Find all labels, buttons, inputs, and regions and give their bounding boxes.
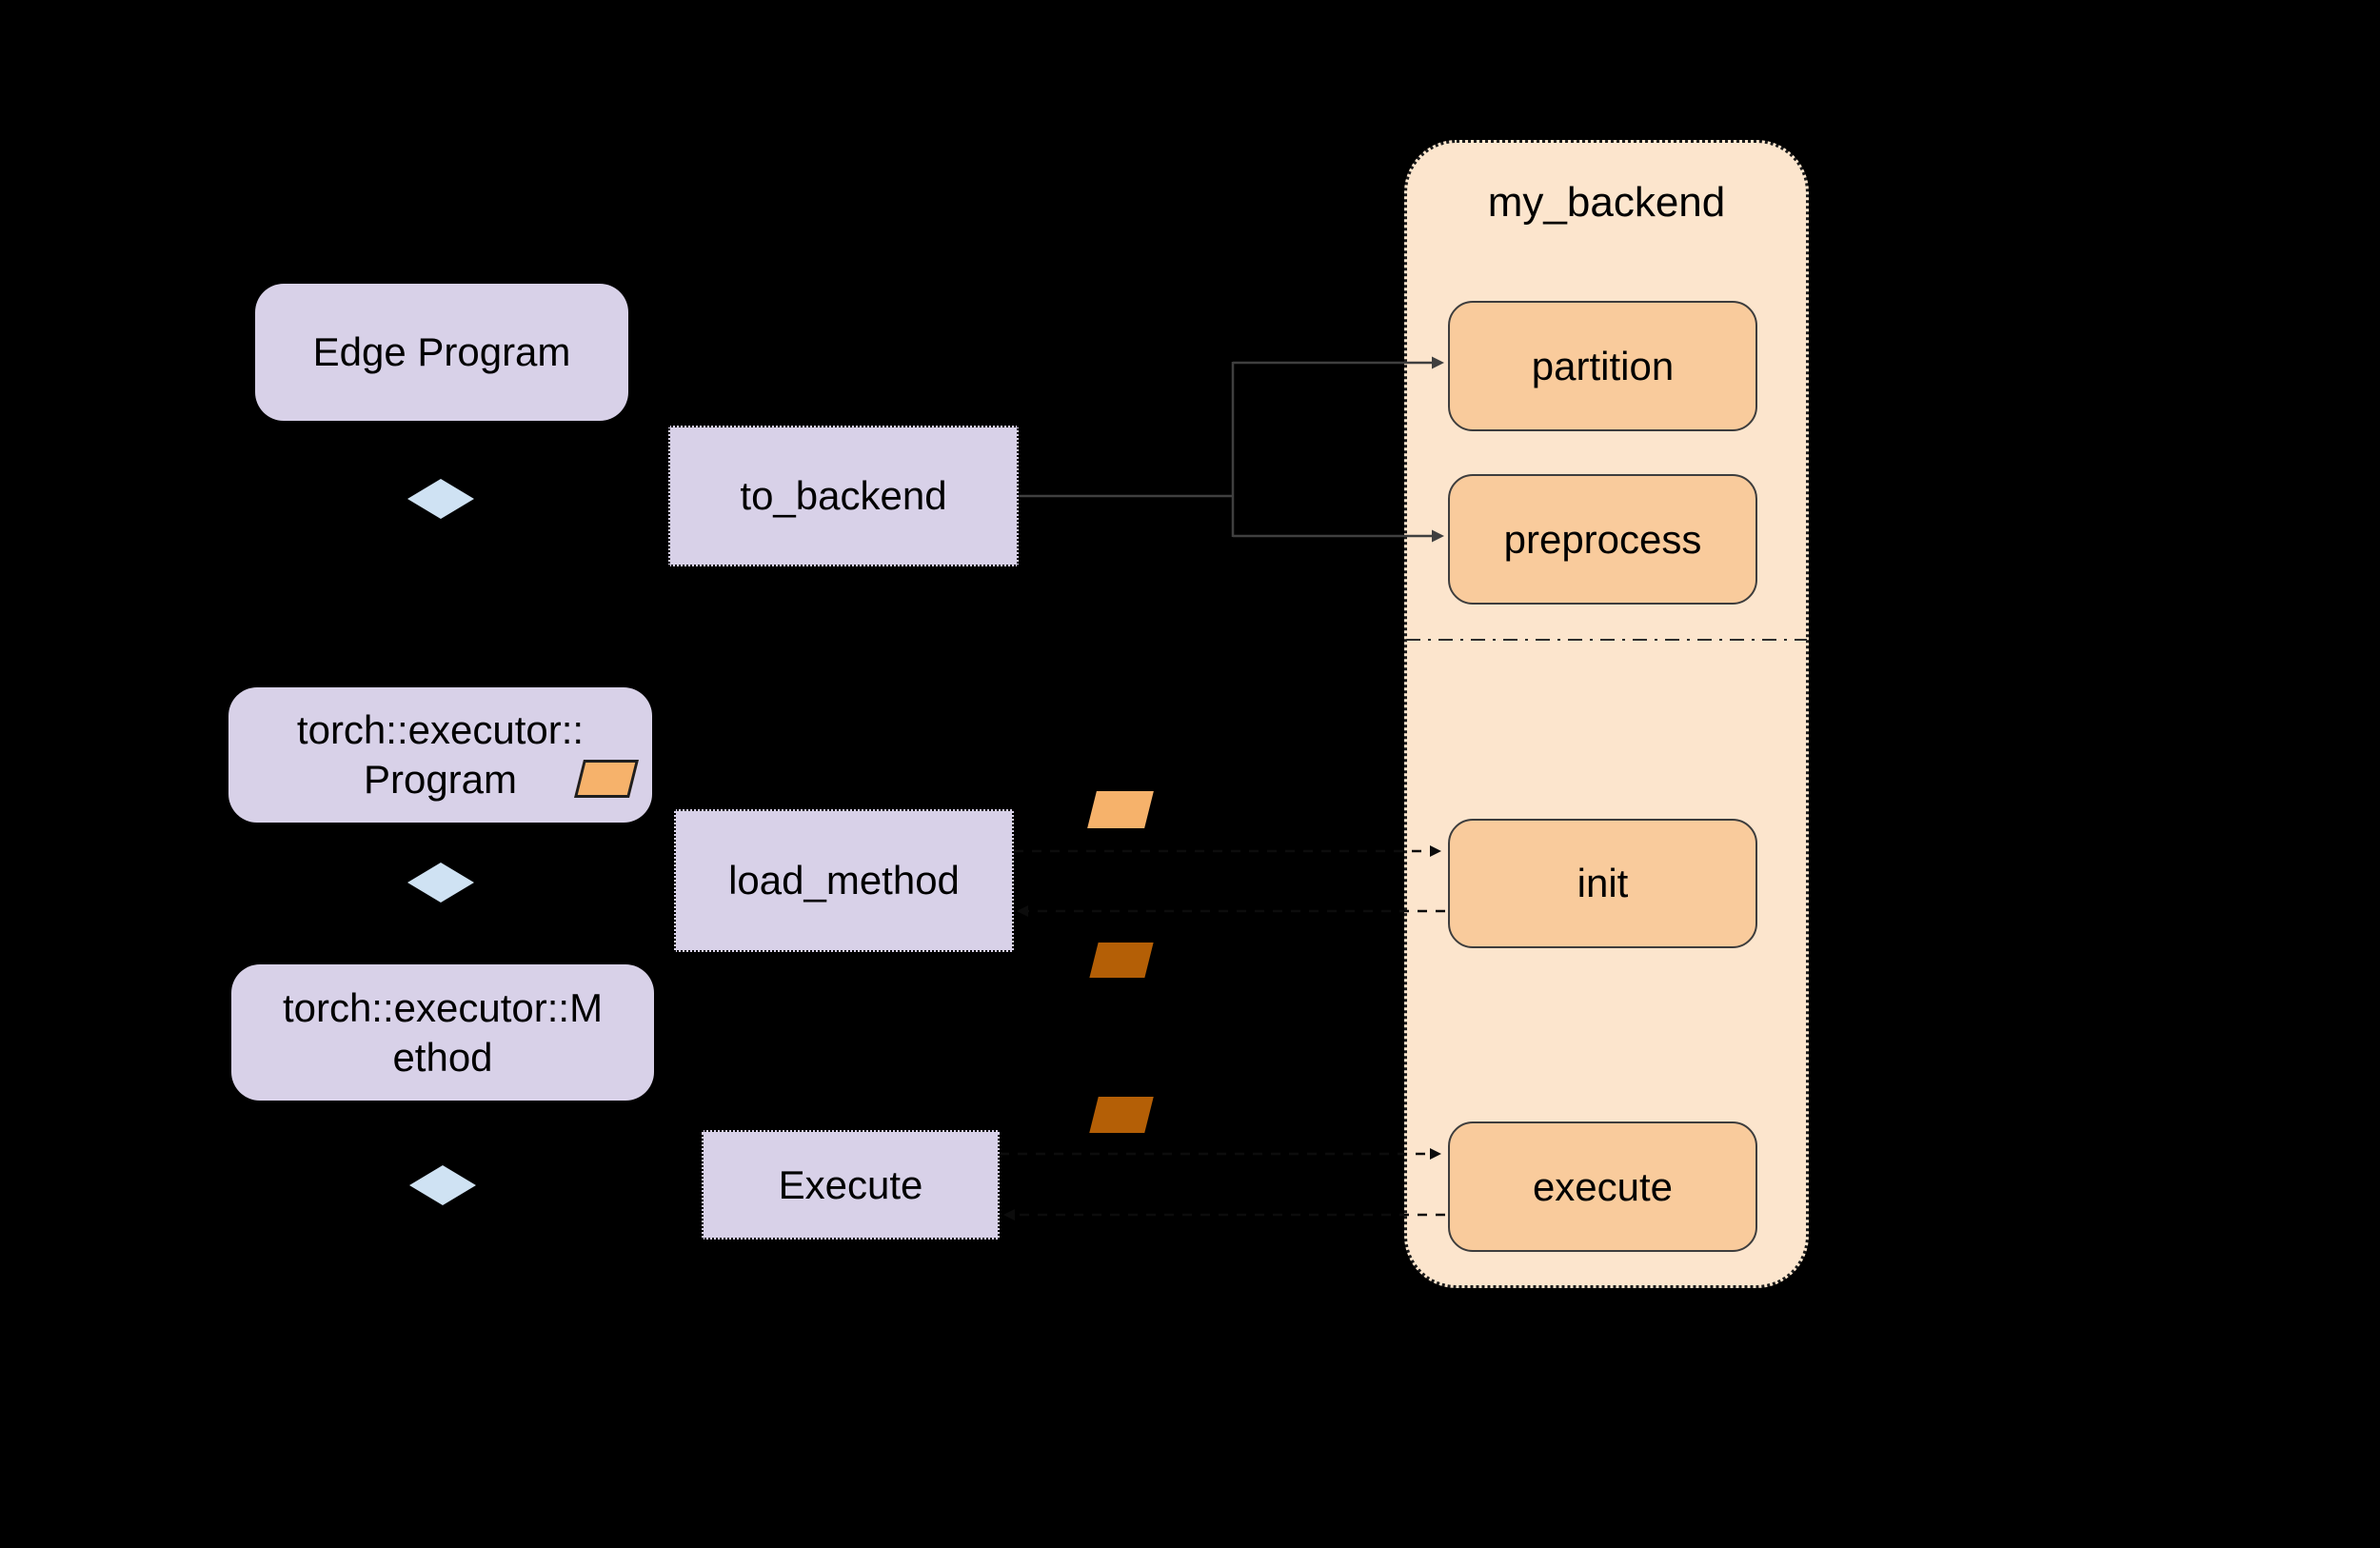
load-method-node: load_method (674, 809, 1014, 952)
execute-call-node: Execute (702, 1130, 1000, 1240)
load-method-label: load_method (728, 858, 960, 903)
my-backend-container: my_backend partition preprocess init exe… (1404, 140, 1809, 1288)
to-backend-connector-line (1019, 361, 1434, 538)
backend-execute-node: execute (1448, 1121, 1757, 1252)
to-backend-label: to_backend (740, 473, 947, 518)
program-data-parallelogram-icon (574, 760, 639, 798)
edge-program-node: Edge Program (255, 284, 628, 421)
processed-data-dark-parallelogram-icon (1089, 943, 1154, 978)
torch-executor-method-label: torch::executor::M ethod (282, 984, 604, 1080)
backend-init-node: init (1448, 819, 1757, 948)
backend-partition-node: partition (1448, 301, 1757, 431)
aggregation-diamond-icon (407, 479, 474, 519)
aggregation-diamond-icon (409, 1165, 476, 1205)
to-backend-node: to_backend (668, 426, 1019, 566)
torch-executor-program-label: torch::executor:: Program (296, 707, 585, 802)
edge-program-label: Edge Program (312, 329, 571, 374)
aggregation-diamond-icon (407, 863, 474, 903)
backend-init-label: init (1577, 861, 1629, 905)
arrowhead-execute-call-icon (1003, 1209, 1015, 1221)
torch-executor-method-node: torch::executor::M ethod (231, 964, 654, 1101)
backend-preprocess-node: preprocess (1448, 474, 1757, 605)
backend-execute-label: execute (1532, 1163, 1674, 1209)
execute-call-label: Execute (778, 1161, 923, 1207)
processed-data-dark-parallelogram-icon (1089, 1097, 1154, 1133)
arrowhead-load-method-icon (1017, 905, 1028, 917)
my-backend-title: my_backend (1487, 179, 1726, 226)
backend-partition-label: partition (1531, 343, 1675, 388)
backend-preprocess-label: preprocess (1503, 516, 1702, 562)
torch-executor-program-node: torch::executor:: Program (228, 687, 652, 823)
program-data-light-parallelogram-icon (1087, 791, 1154, 828)
